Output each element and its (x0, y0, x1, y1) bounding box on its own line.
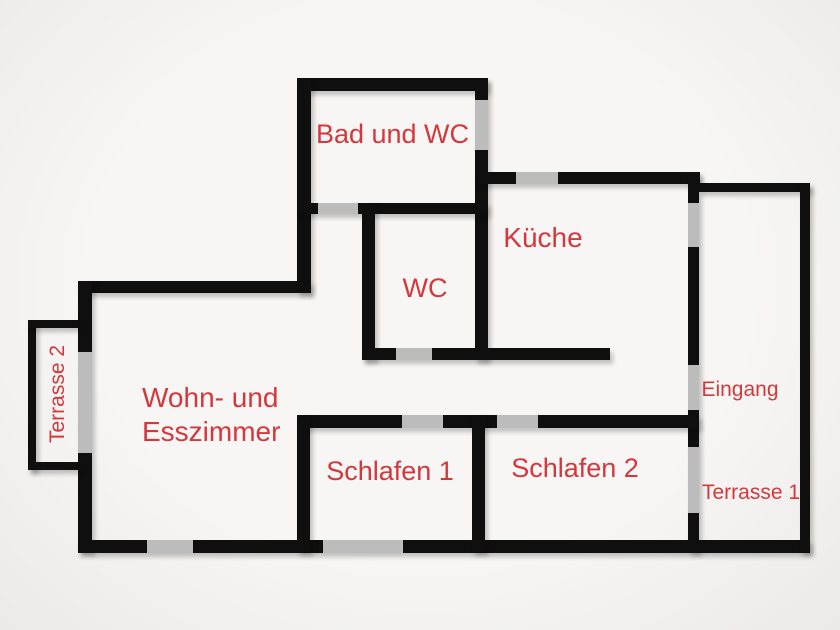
wall-terrasse2-north (28, 320, 78, 328)
wall-terrasse2-south (28, 462, 78, 470)
room-label-bad: Bad und WC (315, 119, 470, 149)
room-label-wohnzimmer-line1: Wohn- und (142, 382, 279, 413)
wall-schlafen1-west (297, 415, 310, 552)
room-label-wohnzimmer: Wohn- und Esszimmer (142, 381, 280, 449)
door-schlafen2 (497, 415, 538, 428)
room-label-schlafen2: Schlafen 2 (511, 453, 639, 483)
window-kueche-north (516, 172, 558, 184)
window-wohnzimmer-south (147, 540, 193, 553)
wall-terrasse1-north (698, 183, 810, 192)
wall-schlafen-divider (472, 415, 485, 552)
wall-bad-south (297, 203, 488, 214)
room-label-eingang: Eingang (701, 378, 779, 401)
wall-apartment-east (688, 172, 699, 552)
room-label-schlafen1: Schlafen 1 (326, 456, 454, 486)
wall-apartment-south (78, 540, 810, 553)
wall-wohnzimmer-north (78, 281, 311, 293)
room-label-terrasse1: Terrasse 1 (701, 481, 801, 504)
wall-terrasse1-east (800, 183, 810, 552)
window-kueche-east (688, 203, 699, 247)
wall-kueche-north (475, 172, 700, 184)
door-eingang (688, 365, 699, 410)
door-schlafen1 (402, 415, 443, 428)
door-bad (318, 203, 358, 214)
room-label-terrasse2: Terrasse 2 (46, 344, 69, 444)
wall-wc-west (362, 203, 375, 360)
door-wc (396, 348, 432, 360)
wall-bad-west (297, 78, 311, 293)
room-label-kueche: Küche (503, 222, 583, 253)
wall-bad-north (297, 78, 488, 91)
door-terrasse1 (688, 447, 699, 513)
room-label-wc: WC (402, 273, 448, 303)
window-bad-east (475, 100, 488, 150)
wall-terrasse2-west (28, 320, 36, 470)
door-terrasse2 (78, 352, 92, 453)
room-label-wohnzimmer-line2: Esszimmer (142, 416, 281, 447)
window-schlafen1-south (323, 540, 403, 553)
